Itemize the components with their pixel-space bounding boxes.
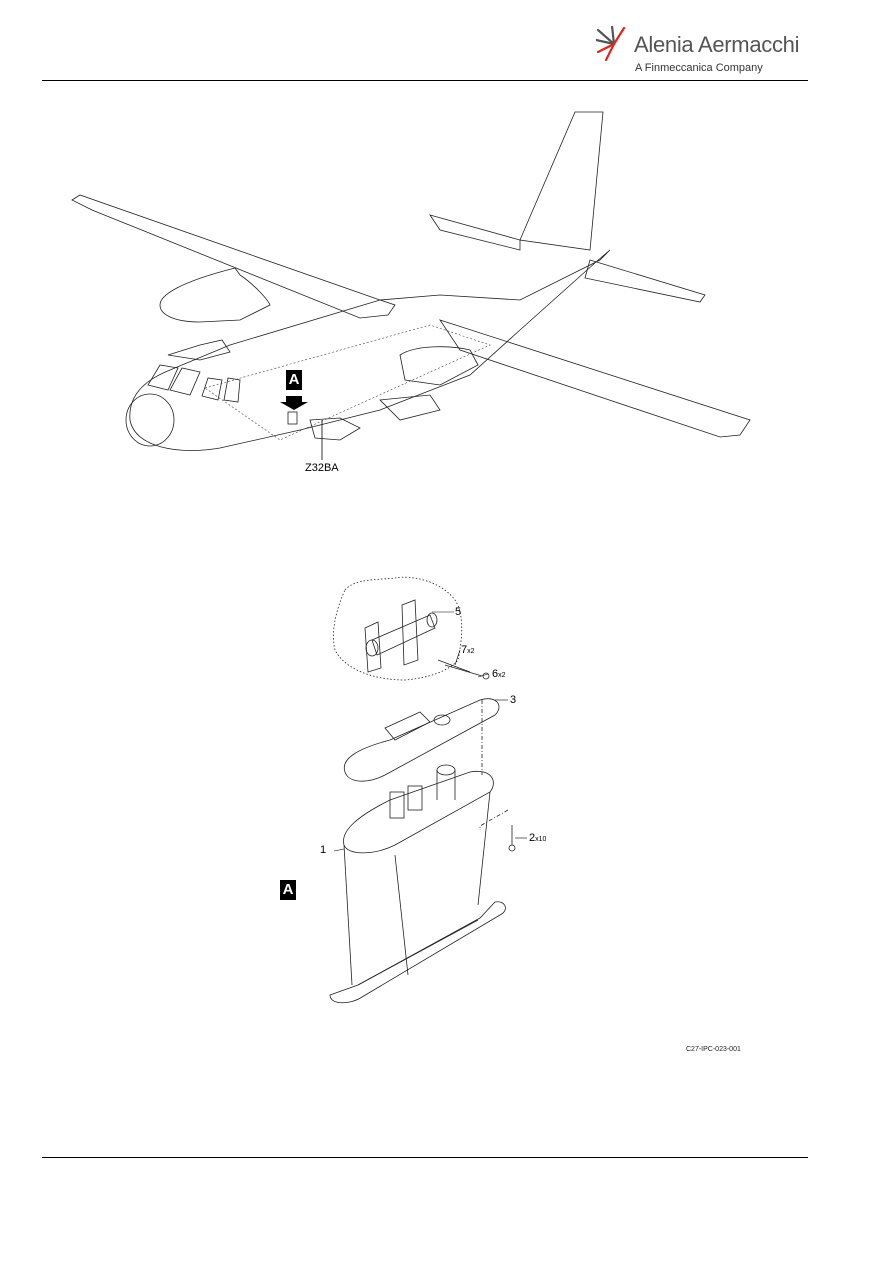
- item-number-7: 7x2: [461, 644, 475, 656]
- logo-swoosh-icon: [596, 26, 626, 62]
- item-7-qty: x2: [467, 648, 475, 655]
- detail-view-badge-lower: A: [280, 880, 296, 900]
- company-logo: Alenia Aermacchi A Finmeccanica Company: [596, 22, 800, 82]
- item-number-3: 3: [510, 694, 517, 706]
- item-number-5: 5: [455, 606, 462, 618]
- detail-view-badge: A: [286, 370, 302, 390]
- item-7-number: 7: [461, 644, 468, 656]
- item-2-number: 2: [529, 832, 536, 844]
- zone-label: Z32BA: [305, 462, 339, 474]
- logo-name: Alenia Aermacchi: [634, 32, 800, 57]
- item-6-qty: x2: [498, 672, 506, 679]
- footer-rule: [42, 1157, 808, 1158]
- item-6-number: 6: [492, 668, 499, 680]
- header-rule: [42, 80, 808, 81]
- item-2-qty: x10: [535, 836, 547, 843]
- item-number-1: 1: [320, 844, 327, 856]
- figure-reference: C27-IPC-023-001: [686, 1046, 741, 1053]
- item-number-6: 6x2: [492, 668, 506, 680]
- logo-subtitle: A Finmeccanica Company: [635, 62, 763, 74]
- item-number-2: 2x10: [529, 832, 546, 844]
